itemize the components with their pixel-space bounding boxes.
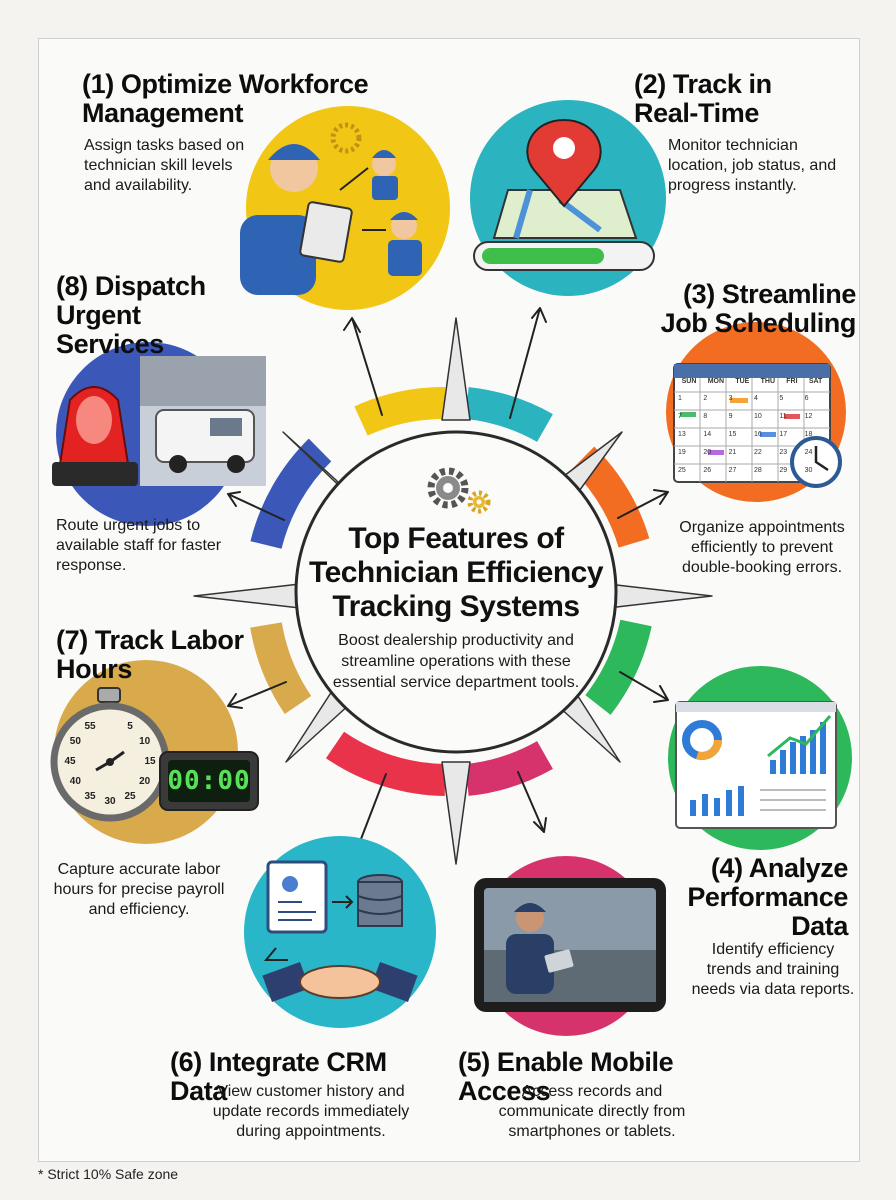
calendar-date: 7 <box>678 413 682 420</box>
feature-2-title: (2) Track in Real-Time <box>634 69 772 128</box>
calendar-date: 26 <box>703 467 712 474</box>
calendar-date: 22 <box>754 449 762 456</box>
hub-subtitle: Boost dealership productivity and stream… <box>332 632 580 691</box>
feature-5-title: (5) Enable Mobile Access <box>458 1047 674 1106</box>
spike-s <box>441 761 471 865</box>
calendar-date: 3 <box>728 395 733 402</box>
arrow-2 <box>509 307 547 419</box>
calendar-date: 4 <box>754 395 758 402</box>
feature-3-desc: Organize appointments efficiently to pre… <box>679 519 845 576</box>
ring-segment-1 <box>354 386 446 436</box>
spike-e <box>607 583 713 609</box>
calendar-day-sat: SAT <box>808 378 823 385</box>
feature-8-desc: Route urgent jobs to available staff for… <box>56 517 222 574</box>
calendar-date: 21 <box>728 449 737 456</box>
calendar-date: 17 <box>779 431 788 438</box>
stopwatch-icon <box>50 660 259 844</box>
dial-number: 25 <box>124 790 136 802</box>
arrow-8 <box>227 491 285 521</box>
dial-number: 5 <box>127 721 133 733</box>
feature-5-desc: Access records and communicate directly … <box>498 1083 686 1140</box>
calendar-date: 19 <box>678 449 686 456</box>
calendar-date: 23 <box>779 449 788 456</box>
calendar-date: 27 <box>728 467 737 474</box>
calendar-day-headers: SUN MON TUE THU FRI SAT <box>676 378 828 385</box>
calendar-day-mon: MON <box>707 378 725 385</box>
ring-segment-4 <box>585 619 652 715</box>
feature-8-title: (8) Dispatch Urgent Services <box>56 271 206 359</box>
spike-n <box>441 317 471 421</box>
dial-number: 15 <box>144 756 156 767</box>
dial-number: 30 <box>104 796 116 807</box>
hub-title: Top Features of Technician Efficiency Tr… <box>308 522 604 623</box>
feature-7-title: (7) Track Labor Hours <box>56 625 244 684</box>
footnote: * Strict 10% Safe zone <box>38 1166 179 1182</box>
calendar-date: 6 <box>804 395 809 402</box>
stopwatch-display: 00:00 <box>167 766 251 796</box>
calendar-date: 14 <box>703 431 712 438</box>
hub-circle <box>294 430 618 754</box>
feature-1-title: (1) Optimize Workforce Management <box>82 69 369 128</box>
calendar-date: 28 <box>754 467 762 474</box>
calendar-date: 18 <box>804 431 813 438</box>
calendar-date: 29 <box>779 467 788 474</box>
dashboard-icon <box>668 666 852 850</box>
arrow-1 <box>343 317 383 416</box>
arrow-5 <box>517 771 547 833</box>
siren-van-icon <box>52 342 266 526</box>
dial-number: 35 <box>84 790 96 802</box>
calendar-clock-icon <box>666 322 846 502</box>
gears-icon <box>427 467 491 514</box>
ring-segment-7 <box>250 622 312 714</box>
tablet-icon <box>474 856 666 1036</box>
calendar-date: 25 <box>678 467 686 474</box>
ring-segment-2 <box>464 387 553 443</box>
calendar-date: 24 <box>804 449 813 456</box>
feature-3-title: (3) Streamline Job Scheduling <box>660 279 857 338</box>
calendar-date: 12 <box>804 413 813 420</box>
feature-4-title: (4) Analyze Performance Data <box>687 853 848 941</box>
dial-number: 50 <box>69 736 81 747</box>
calendar-date: 8 <box>703 413 708 420</box>
calendar-date: 9 <box>728 413 733 420</box>
technicians-icon <box>240 106 450 310</box>
calendar-day-tue: TUE <box>735 378 750 385</box>
feature-4-desc: Identify efficiency trends and training … <box>691 941 855 998</box>
calendar-date: 13 <box>678 431 686 438</box>
calendar-date: 11 <box>779 413 787 420</box>
calendar-date: 30 <box>804 467 813 474</box>
calendar-day-sun: SUN <box>681 378 697 385</box>
feature-1-desc: Assign tasks based on technician skill l… <box>84 137 245 194</box>
calendar-date: 16 <box>754 431 762 438</box>
dial-number: 45 <box>64 756 76 767</box>
map-pin-icon <box>470 100 666 296</box>
feature-2-desc: Monitor technician location, job status,… <box>668 137 837 194</box>
arrow-4 <box>619 671 669 703</box>
calendar-date: 10 <box>754 413 762 420</box>
calendar-date: 20 <box>703 449 712 456</box>
feature-7-desc: Capture accurate labor hours for precise… <box>53 861 225 918</box>
spike-w <box>193 583 301 609</box>
calendar-date: 2 <box>703 395 708 402</box>
dial-number: 40 <box>69 776 81 787</box>
feature-6-title: (6) Integrate CRM Data <box>170 1047 387 1106</box>
arrow-3 <box>617 489 669 519</box>
arrow-7 <box>227 681 287 709</box>
ring-segment-6 <box>325 731 446 796</box>
calendar-day-fri: FRI <box>786 378 798 385</box>
dial-number: 55 <box>84 721 96 733</box>
calendar-date: 5 <box>779 395 784 402</box>
feature-6-desc: View customer history and update records… <box>212 1083 410 1140</box>
dial-number: 20 <box>139 776 151 787</box>
calendar-date: 15 <box>728 431 737 438</box>
calendar-day-thu: THU <box>760 378 775 385</box>
calendar-date: 1 <box>678 395 682 402</box>
dial-number: 10 <box>139 736 151 747</box>
crm-handshake-icon <box>244 836 436 1028</box>
ring-segment-5 <box>464 740 553 796</box>
